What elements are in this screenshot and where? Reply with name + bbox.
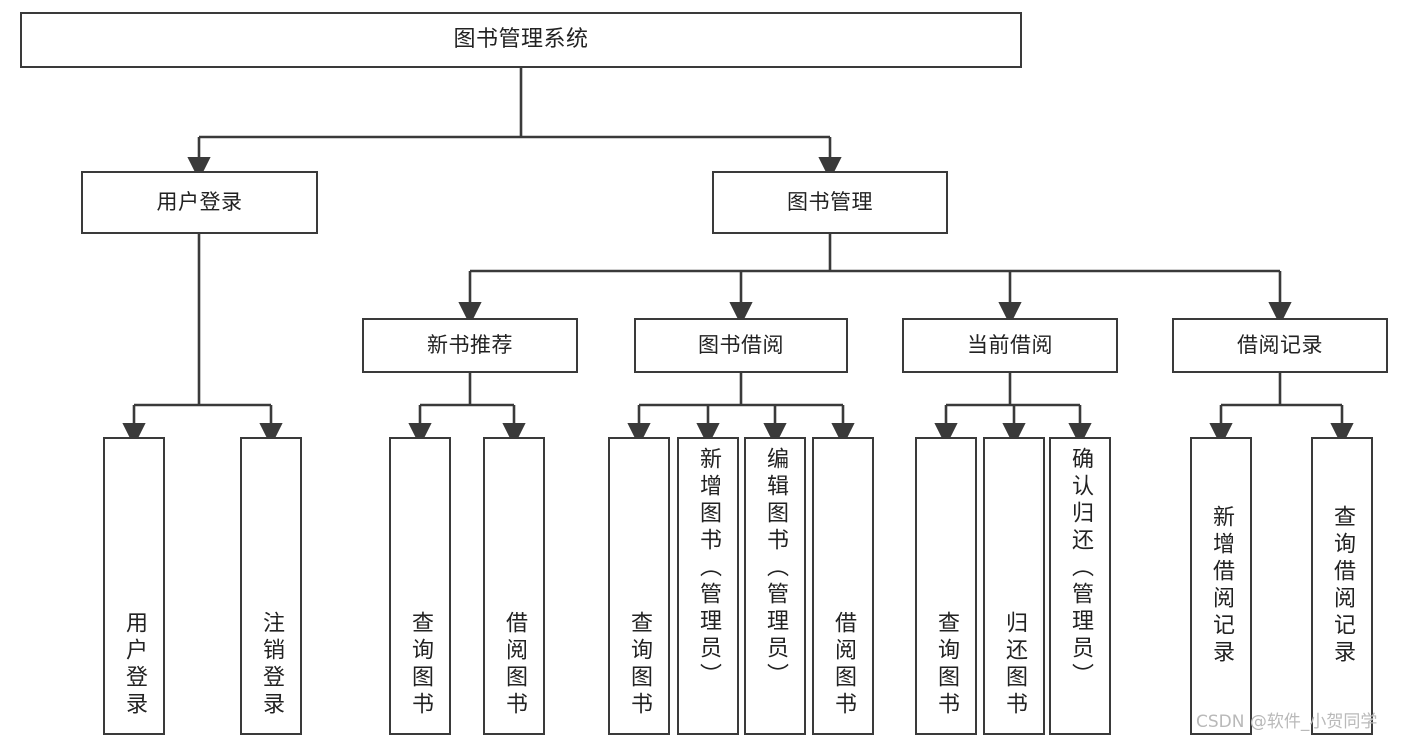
node-book-borrow-label: 图书借阅 [698,332,784,357]
node-current-borrow[interactable]: 当前借阅 [902,318,1118,373]
node-leaf-query-book-2-label: 查询图书 [627,611,652,719]
connector-record-to-leaves [1209,373,1354,447]
connector-userlogin-to-leaves [122,234,283,447]
node-leaf-query-book-1[interactable]: 查询图书 [389,437,451,735]
node-user-login[interactable]: 用户登录 [81,171,318,234]
node-new-book-recommend[interactable]: 新书推荐 [362,318,578,373]
node-new-book-recommend-label: 新书推荐 [427,332,513,357]
node-leaf-borrow-book-1-label: 借阅图书 [502,611,527,719]
node-leaf-user-logout[interactable]: 注销登录 [240,437,302,735]
node-leaf-user-login[interactable]: 用户登录 [103,437,165,735]
node-leaf-borrow-book-2[interactable]: 借阅图书 [812,437,874,735]
node-leaf-query-book-1-label: 查询图书 [408,611,433,719]
node-root-label: 图书管理系统 [453,26,589,52]
node-leaf-query-book-3[interactable]: 查询图书 [915,437,977,735]
node-leaf-add-book-label: 新增图书（管理员） [696,447,721,690]
node-leaf-return-book[interactable]: 归还图书 [983,437,1045,735]
node-book-borrow[interactable]: 图书借阅 [634,318,848,373]
node-leaf-user-login-label: 用户登录 [122,611,147,719]
node-leaf-query-borrow-record-label: 查询借阅记录 [1330,505,1355,667]
node-leaf-query-borrow-record[interactable]: 查询借阅记录 [1311,437,1373,735]
node-leaf-add-borrow-record[interactable]: 新增借阅记录 [1190,437,1252,735]
node-leaf-edit-book-label: 编辑图书（管理员） [763,447,788,690]
node-current-borrow-label: 当前借阅 [967,332,1053,357]
node-leaf-borrow-book-2-label: 借阅图书 [831,611,856,719]
node-borrow-record[interactable]: 借阅记录 [1172,318,1388,373]
node-leaf-borrow-book-1[interactable]: 借阅图书 [483,437,545,735]
node-leaf-query-book-2[interactable]: 查询图书 [608,437,670,735]
node-leaf-add-book[interactable]: 新增图书（管理员） [677,437,739,735]
connector-root-to-level1 [187,68,842,181]
node-root[interactable]: 图书管理系统 [20,12,1022,68]
node-book-manage-label: 图书管理 [787,189,873,214]
node-user-login-label: 用户登录 [156,189,243,214]
connector-borrow-to-leaves [627,373,855,447]
connector-recommend-to-leaves [408,373,526,447]
node-leaf-return-book-label: 归还图书 [1002,611,1027,719]
node-leaf-add-borrow-record-label: 新增借阅记录 [1209,505,1234,667]
connector-current-to-leaves [934,373,1092,447]
node-leaf-query-book-3-label: 查询图书 [934,611,959,719]
node-leaf-user-logout-label: 注销登录 [259,611,284,719]
node-book-manage[interactable]: 图书管理 [712,171,948,234]
node-leaf-confirm-return-label: 确认归还（管理员） [1068,447,1093,690]
node-borrow-record-label: 借阅记录 [1237,332,1323,357]
node-leaf-edit-book[interactable]: 编辑图书（管理员） [744,437,806,735]
connector-bookmanage-to-level2 [458,234,1292,326]
node-leaf-confirm-return[interactable]: 确认归还（管理员） [1049,437,1111,735]
